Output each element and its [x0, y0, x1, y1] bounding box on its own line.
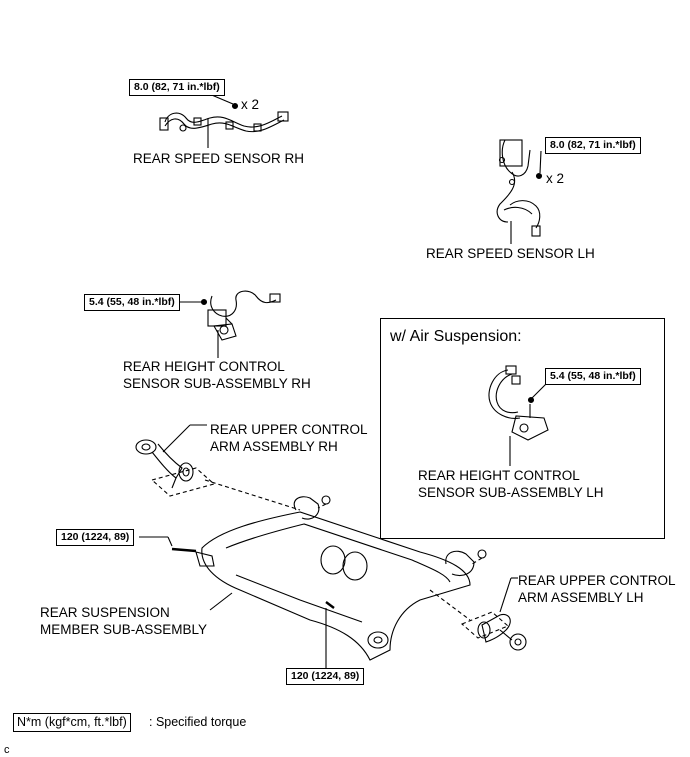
dashed-guide [150, 467, 301, 511]
quantity-speed-rh: x 2 [241, 97, 260, 112]
nut-icon [477, 549, 487, 559]
dashed-guide [429, 589, 510, 639]
torque-box-height-rh: 5.4 (55, 48 in.*lbf) [84, 294, 180, 311]
leader-line [539, 150, 542, 174]
leader-line [209, 592, 233, 611]
bolt-icon [527, 396, 535, 404]
leader-line [162, 424, 191, 453]
dashed-guide [317, 503, 483, 565]
torque-box-bolt-bottom: 120 (1224, 89) [286, 668, 365, 685]
bolt-icon [325, 601, 335, 609]
rear-suspension-member-part [195, 496, 475, 661]
leader-line [167, 536, 173, 547]
bolt-icon [200, 298, 208, 306]
bolt-icon [535, 172, 543, 180]
torque-box-speed-rh: 8.0 (82, 71 in.*lbf) [129, 79, 225, 96]
panel-title: w/ Air Suspension: [390, 328, 522, 345]
air-suspension-panel [380, 318, 665, 539]
rear-speed-sensor-lh-part [496, 139, 541, 237]
rear-height-sensor-lh-part [488, 365, 549, 441]
quantity-speed-lh: x 2 [546, 171, 565, 186]
label-upper-arm-rh-line1: REAR UPPER CONTROL [210, 422, 368, 437]
upper-control-arm-rh-part [135, 439, 194, 489]
label-suspension-member-line2: MEMBER SUB-ASSEMBLY [40, 622, 208, 637]
label-height-sensor-lh-line1: REAR HEIGHT CONTROL [418, 468, 580, 483]
label-height-sensor-rh-line2: SENSOR SUB-ASSEMBLY RH [123, 376, 311, 391]
label-suspension-member-line1: REAR SUSPENSION [40, 605, 170, 620]
legend-text: : Specified torque [149, 715, 247, 729]
rear-speed-sensor-rh-part [159, 111, 289, 133]
upper-control-arm-lh-part [477, 613, 527, 651]
leader-line [499, 577, 512, 613]
rear-height-sensor-rh-part [207, 290, 281, 341]
label-rear-speed-sensor-lh: REAR SPEED SENSOR LH [426, 246, 595, 261]
legend-torque-box: N*m (kgf*cm, ft.*lbf) [13, 713, 131, 732]
label-rear-speed-sensor-rh: REAR SPEED SENSOR RH [133, 151, 305, 166]
label-upper-arm-lh-line2: ARM ASSEMBLY LH [518, 590, 644, 605]
label-height-sensor-rh-line1: REAR HEIGHT CONTROL [123, 359, 285, 374]
label-height-sensor-lh-line2: SENSOR SUB-ASSEMBLY LH [418, 485, 604, 500]
torque-box-bolt-left: 120 (1224, 89) [56, 529, 135, 546]
label-upper-arm-lh-line1: REAR UPPER CONTROL [518, 573, 676, 588]
corner-code: c [4, 744, 10, 756]
bolt-icon [171, 547, 197, 553]
label-upper-arm-rh-line2: ARM ASSEMBLY RH [210, 439, 338, 454]
bolt-icon [231, 102, 239, 110]
nut-icon [321, 495, 331, 505]
torque-box-height-lh: 5.4 (55, 48 in.*lbf) [545, 368, 641, 385]
torque-box-speed-lh: 8.0 (82, 71 in.*lbf) [545, 137, 641, 154]
